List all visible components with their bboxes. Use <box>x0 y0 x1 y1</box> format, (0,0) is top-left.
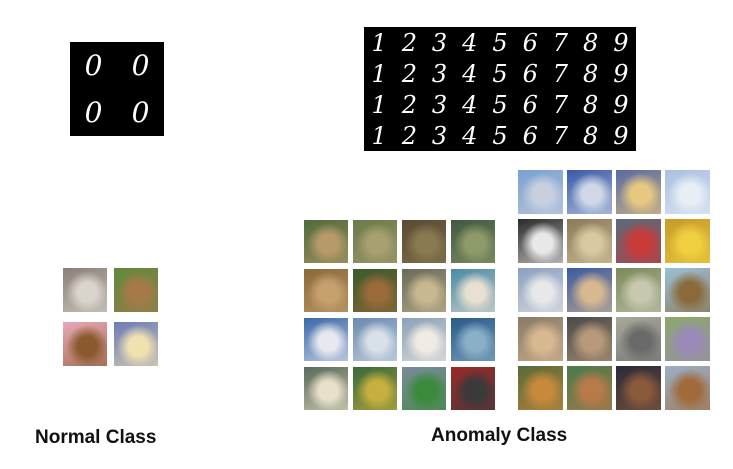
mnist-digit: 2 <box>401 90 417 119</box>
image-tile-frog <box>304 220 348 263</box>
mnist-digit: 3 <box>431 90 448 119</box>
image-tile-bird <box>567 268 612 312</box>
mnist-digit: 1 <box>371 90 387 119</box>
image-tile-automobile <box>616 219 661 263</box>
mnist-digit: 4 <box>462 59 478 88</box>
image-tile-dog <box>114 268 158 312</box>
image-tile-cat <box>665 317 710 361</box>
mnist-digit: 5 <box>492 59 508 88</box>
mnist-digit: 7 <box>552 28 569 57</box>
normal-class-caption: Normal Class <box>35 427 157 448</box>
mnist-digit: 6 <box>522 28 538 57</box>
mnist-digit: 1 <box>371 28 387 57</box>
image-tile-truck <box>402 367 446 410</box>
image-tile-airplane <box>665 170 710 214</box>
image-tile-frog <box>402 220 446 263</box>
mnist-digit: 3 <box>431 28 448 57</box>
image-tile-frog <box>353 220 397 263</box>
image-tile-horse <box>402 269 446 312</box>
image-tile-dog <box>114 322 158 366</box>
image-tile-automobile <box>665 219 710 263</box>
image-tile-ship <box>451 318 495 361</box>
mnist-digit: 1 <box>371 59 387 88</box>
image-tile-truck <box>353 367 397 410</box>
image-tile-automobile <box>567 219 612 263</box>
mnist-digit: 4 <box>462 121 478 150</box>
image-tile-truck <box>451 367 495 410</box>
image-tile-cat <box>518 317 563 361</box>
mnist-digit: 5 <box>492 28 508 57</box>
image-tile-deer <box>616 366 661 410</box>
image-tile-airplane <box>518 170 563 214</box>
mnist-digit: 6 <box>522 121 538 150</box>
image-tile-cat <box>616 317 661 361</box>
image-tile-dog <box>63 268 107 312</box>
image-tile-frog <box>451 220 495 263</box>
image-tile-truck <box>304 367 348 410</box>
image-tile-airplane <box>616 170 661 214</box>
mnist-digit: 5 <box>492 121 508 150</box>
mnist-digit: 5 <box>492 90 508 119</box>
image-tile-horse <box>451 269 495 312</box>
mnist-digit: 9 <box>613 59 629 88</box>
mnist-digit: 8 <box>583 90 599 119</box>
mnist-digit: 3 <box>431 59 448 88</box>
mnist-digit-zero: 0 <box>84 48 103 82</box>
image-tile-deer <box>665 366 710 410</box>
image-tile-ship <box>402 318 446 361</box>
mnist-digit: 8 <box>583 59 599 88</box>
mnist-digit: 9 <box>613 90 629 119</box>
image-tile-ship <box>353 318 397 361</box>
mnist-digit: 8 <box>583 121 599 150</box>
mnist-digit: 9 <box>613 121 629 150</box>
mnist-digit-zero: 0 <box>131 95 150 129</box>
mnist-digit-zero: 0 <box>131 48 150 82</box>
image-tile-bird <box>616 268 661 312</box>
mnist-digit: 7 <box>552 90 569 119</box>
image-tile-horse <box>304 269 348 312</box>
anomaly-class-caption: Anomaly Class <box>431 425 568 446</box>
image-tile-cat <box>567 317 612 361</box>
mnist-digit: 4 <box>462 28 478 57</box>
image-tile-automobile <box>518 219 563 263</box>
mnist-digit: 2 <box>401 59 417 88</box>
mnist-digit: 1 <box>371 121 387 150</box>
image-tile-bird <box>518 268 563 312</box>
mnist-digit: 9 <box>613 28 629 57</box>
image-tile-deer <box>518 366 563 410</box>
mnist-digit: 8 <box>583 28 599 57</box>
image-tile-airplane <box>567 170 612 214</box>
mnist-digit: 2 <box>401 28 417 57</box>
image-tile-bird <box>665 268 710 312</box>
mnist-digit: 6 <box>522 59 538 88</box>
image-tile-dog <box>63 322 107 366</box>
mnist-digit: 7 <box>552 121 569 150</box>
mnist-digit: 4 <box>462 90 478 119</box>
mnist-digit: 2 <box>401 121 417 150</box>
mnist-digit-zero: 0 <box>84 95 103 129</box>
mnist-digit: 3 <box>431 121 448 150</box>
image-tile-ship <box>304 318 348 361</box>
mnist-digit: 6 <box>522 90 538 119</box>
image-tile-horse <box>353 269 397 312</box>
mnist-digit: 7 <box>552 59 569 88</box>
image-tile-deer <box>567 366 612 410</box>
